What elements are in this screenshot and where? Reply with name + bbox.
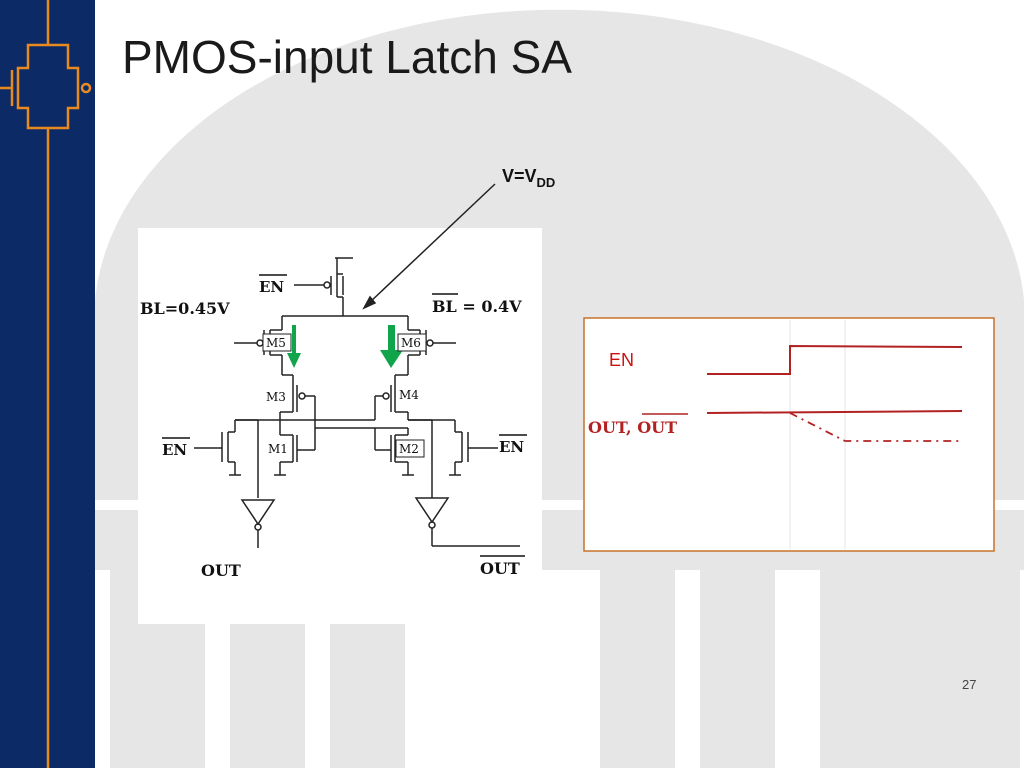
transistor-logo-icon bbox=[0, 0, 92, 768]
current-arrow-icons bbox=[287, 325, 403, 368]
circuit-schematic bbox=[194, 257, 520, 548]
bl-label: BL=0.45V bbox=[140, 299, 230, 318]
transistor-label-m1: M1 bbox=[268, 442, 288, 456]
vdd-label: V=VDD bbox=[502, 166, 555, 190]
circuit-panel bbox=[138, 228, 542, 624]
timing-en-label: EN bbox=[609, 350, 634, 370]
timing-out-label: OUT, OUT bbox=[588, 418, 677, 437]
en-bar-label-right: EN bbox=[499, 438, 524, 456]
en-bar-label-top: EN bbox=[259, 278, 284, 296]
en-waveform bbox=[707, 344, 963, 375]
vdd-pointer-arrow bbox=[362, 183, 496, 310]
en-bar-label-left: EN bbox=[162, 441, 187, 459]
slide-title: PMOS-input Latch SA bbox=[122, 31, 572, 83]
page-number: 27 bbox=[962, 677, 977, 692]
m6-box bbox=[397, 333, 427, 352]
transistor-label-m4: M4 bbox=[399, 388, 419, 402]
outb-waveform bbox=[789, 412, 962, 442]
transistor-label-m2: M2 bbox=[399, 442, 419, 456]
transistor-label-m6: M6 bbox=[401, 336, 421, 350]
transistor-label-m5: M5 bbox=[266, 336, 286, 350]
sidebar bbox=[0, 0, 95, 768]
out-waveform bbox=[706, 410, 963, 414]
blb-label: BL = 0.4V bbox=[432, 297, 522, 316]
transistor-label-m3: M3 bbox=[266, 390, 286, 404]
outb-label: OUT bbox=[480, 559, 520, 578]
timing-diagram: EN OUT, OUT bbox=[583, 317, 995, 552]
m2-box bbox=[395, 439, 425, 458]
m5-box bbox=[262, 333, 292, 352]
out-label: OUT bbox=[201, 561, 241, 580]
